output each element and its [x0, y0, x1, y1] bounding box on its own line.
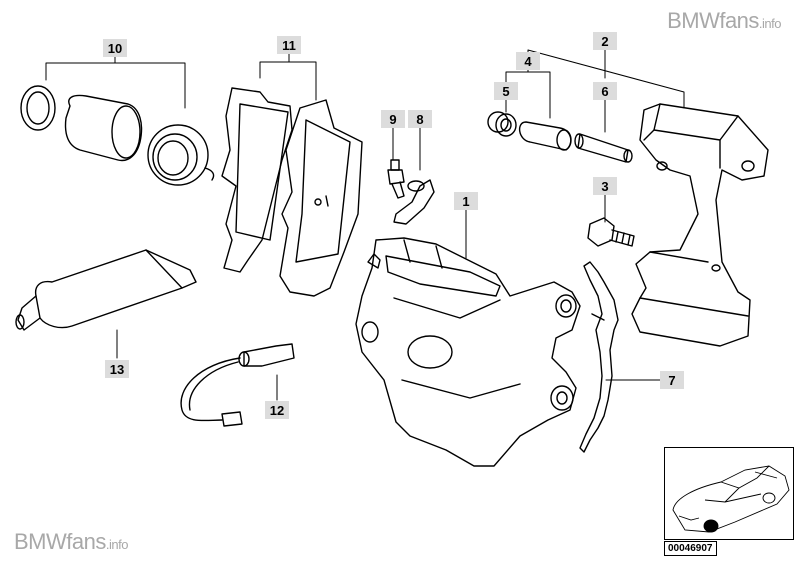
- vehicle-locator-inset: [664, 447, 794, 540]
- watermark-bottom-brand: BMWfans: [14, 529, 106, 554]
- callout-5: 5: [494, 82, 518, 100]
- part-1-caliper-housing: [355, 237, 581, 467]
- part-10-piston-seal-kit: [20, 85, 215, 186]
- callout-1: 1: [454, 192, 478, 210]
- callout-11: 11: [277, 36, 301, 54]
- callout-7: 7: [660, 371, 684, 389]
- watermark-top-suffix: .info: [758, 16, 782, 31]
- callout-10: 10: [103, 39, 127, 57]
- callout-6: 6: [593, 82, 617, 100]
- part-5-bushing: [487, 111, 517, 137]
- callout-9: 9: [381, 110, 405, 128]
- part-11-brake-pads: [221, 87, 363, 297]
- watermark-bottom: BMWfans.info: [14, 529, 128, 555]
- part-2-caliper-carrier: [631, 103, 769, 347]
- callout-8: 8: [408, 110, 432, 128]
- watermark-bottom-suffix: .info: [105, 537, 129, 552]
- watermark-top-brand: BMWfans: [667, 8, 759, 33]
- callout-3: 3: [593, 177, 617, 195]
- diagram-number: 00046907: [664, 541, 717, 556]
- callout-12: 12: [265, 401, 289, 419]
- part-12-wear-sensor: [180, 343, 295, 427]
- callout-2: 2: [593, 32, 617, 50]
- part-6-guide-bolt: [574, 133, 633, 163]
- part-13-grease-tube: [15, 249, 197, 331]
- watermark-top: BMWfans.info: [667, 8, 781, 34]
- car-outline-icon: [672, 465, 790, 533]
- part-3-hex-bolt: [587, 217, 635, 247]
- part-4-guide-sleeve: [519, 121, 572, 151]
- leader-lines: [45, 49, 685, 401]
- part-8-dust-cap: [393, 179, 435, 225]
- part-7-retaining-spring: [579, 261, 619, 453]
- part-9-bleeder-screw: [387, 159, 405, 199]
- callout-4: 4: [516, 52, 540, 70]
- callout-13: 13: [105, 360, 129, 378]
